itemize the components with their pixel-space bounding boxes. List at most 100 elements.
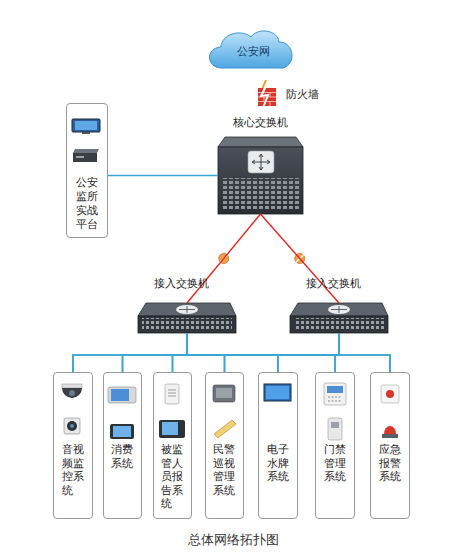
network-link bbox=[187, 333, 390, 372]
access-switch-icon bbox=[328, 305, 350, 314]
node-label: 接入交换机 bbox=[154, 277, 209, 291]
network-link bbox=[173, 333, 340, 372]
alarm-icon bbox=[384, 426, 396, 434]
display-icon bbox=[266, 386, 289, 399]
access-switch-icon bbox=[179, 306, 195, 313]
access-switch-icon bbox=[142, 318, 232, 331]
monitor-icon bbox=[72, 119, 100, 132]
server-icon bbox=[73, 149, 99, 153]
system-box: 被监管人员报告系统 bbox=[153, 372, 192, 519]
terminal-icon bbox=[110, 424, 134, 439]
core-switch-icon bbox=[218, 137, 303, 147]
dome-camera-icon bbox=[62, 384, 82, 398]
terminal-icon bbox=[113, 426, 131, 437]
platform-box: 公安监所实战平台 bbox=[66, 103, 108, 238]
access-control-icon bbox=[331, 422, 339, 428]
network-link bbox=[187, 333, 225, 372]
server-icon bbox=[76, 156, 84, 158]
core-switch-icon bbox=[218, 137, 303, 214]
intercom-icon bbox=[165, 384, 179, 404]
system-box: 音视频监控系统 bbox=[53, 372, 93, 519]
network-link bbox=[278, 333, 339, 372]
intercom-icon bbox=[159, 420, 185, 438]
cloud-shape bbox=[209, 31, 292, 68]
server-icon bbox=[73, 149, 99, 162]
system-box: 民警巡视管理系统 bbox=[205, 372, 244, 519]
node-label: 防火墙 bbox=[286, 88, 319, 102]
access-switch-icon bbox=[138, 303, 236, 316]
access-switch: 接入交换机 bbox=[138, 303, 236, 333]
network-link bbox=[187, 333, 278, 372]
access-switch-icon bbox=[176, 305, 198, 314]
firewall-icon bbox=[261, 86, 268, 108]
node-label: 应急报警系统 bbox=[379, 443, 402, 484]
core-switch-icon bbox=[222, 178, 299, 210]
intercom-icon bbox=[159, 384, 185, 438]
camera-icon bbox=[64, 418, 80, 434]
network-link bbox=[187, 333, 335, 372]
node-label: 消费系统 bbox=[111, 443, 134, 470]
intercom-icon bbox=[162, 422, 178, 435]
network-link bbox=[339, 333, 390, 372]
monitor-icon bbox=[75, 121, 97, 130]
access-control-icon bbox=[324, 383, 346, 440]
network-link bbox=[225, 333, 340, 372]
access-control-icon bbox=[327, 386, 343, 393]
intercom-icon bbox=[168, 390, 176, 396]
dome-camera-icon bbox=[62, 384, 82, 388]
dome-camera-icon bbox=[69, 390, 75, 396]
system-box: 消费系统 bbox=[103, 372, 142, 519]
node-label: 被监管人员报告系统 bbox=[161, 443, 184, 511]
access-control-icon bbox=[324, 383, 346, 405]
link-marker bbox=[295, 254, 305, 264]
core-switch-icon bbox=[252, 154, 270, 170]
network-link bbox=[73, 333, 187, 372]
node-label: 门禁管理系统 bbox=[324, 443, 347, 484]
alarm-icon bbox=[381, 385, 399, 403]
patrol-device-icon bbox=[213, 385, 236, 438]
monitor-icon bbox=[82, 132, 90, 134]
alarm-icon bbox=[382, 434, 398, 438]
network-link bbox=[173, 333, 188, 372]
system-box: 电子水牌系统 bbox=[258, 372, 298, 519]
node-label: 电子水牌系统 bbox=[267, 443, 290, 484]
patrol-device-icon bbox=[214, 420, 236, 438]
network-link bbox=[335, 333, 339, 372]
patrol-device-icon bbox=[213, 385, 235, 402]
network-link bbox=[123, 333, 188, 372]
cloud-shape bbox=[209, 31, 292, 68]
link-marker bbox=[296, 255, 304, 262]
access-switch: 接入交换机 bbox=[290, 303, 388, 333]
node-label: 核心交换机 bbox=[233, 116, 288, 130]
figure-caption: 总体网络拓扑图 bbox=[0, 531, 467, 549]
firewall: 防火墙 bbox=[256, 84, 278, 108]
alarm-icon bbox=[386, 390, 394, 398]
access-switch-icon bbox=[138, 316, 236, 333]
terminal-icon bbox=[108, 387, 136, 439]
access-switch-icon bbox=[331, 306, 347, 313]
network-link bbox=[73, 333, 339, 372]
monitor-icon bbox=[72, 119, 100, 134]
access-control-icon bbox=[328, 397, 342, 401]
node-label: 音视频监控系统 bbox=[62, 443, 85, 497]
firewall-icon bbox=[258, 80, 276, 108]
node-label: 公安监所实战平台 bbox=[76, 176, 99, 232]
camera-icon bbox=[67, 421, 77, 431]
access-switch-icon bbox=[294, 318, 384, 331]
link-marker bbox=[220, 255, 228, 262]
display-icon bbox=[264, 384, 291, 401]
node-label: 公安网 bbox=[237, 45, 270, 59]
camera-icon bbox=[70, 424, 74, 428]
access-switch-icon bbox=[290, 316, 388, 333]
core-switch-icon bbox=[218, 147, 303, 214]
system-box: 门禁管理系统 bbox=[315, 372, 355, 519]
display-icon bbox=[264, 384, 291, 401]
server-icon bbox=[73, 153, 97, 162]
camera-icon bbox=[64, 418, 80, 434]
node-label: 民警巡视管理系统 bbox=[213, 443, 236, 497]
terminal-icon bbox=[108, 387, 136, 403]
dome-camera-icon bbox=[62, 388, 82, 398]
network-link bbox=[108, 175, 218, 177]
terminal-icon bbox=[111, 389, 129, 401]
